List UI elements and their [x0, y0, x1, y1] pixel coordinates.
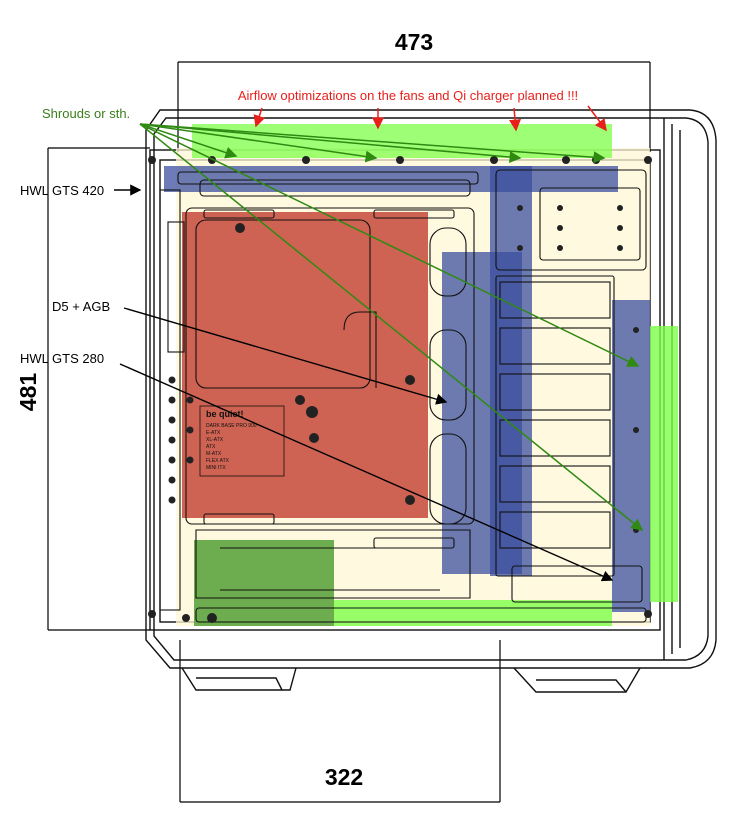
component-arrows: [114, 184, 614, 582]
mb-line-0: DARK BASE PRO 900: [206, 423, 257, 429]
label-hwl-gts-420: HWL GTS 420: [20, 183, 104, 198]
motherboard-tray-label: be quiet! DARK BASE PRO 900 E-ATX XL-ATX…: [199, 405, 285, 477]
mb-line-6: MINI ITX: [206, 465, 226, 471]
motherboard-zone: [182, 212, 428, 518]
motherboard-brand: be quiet!: [206, 409, 244, 419]
airflow-arrows: [253, 105, 607, 132]
label-d5-agb: D5 + AGB: [52, 299, 110, 314]
dimension-height-left: 481: [15, 373, 41, 412]
airflow-note: Airflow optimizations on the fans and Qi…: [238, 88, 578, 103]
radiator-280-zone: [442, 252, 522, 574]
front-fan-zone: [650, 326, 678, 602]
dimension-bottom: [179, 640, 501, 803]
shrouds-note: Shrouds or sth.: [42, 106, 130, 121]
mb-line-5: FLEX ATX: [206, 458, 230, 464]
dimension-width-bottom: 322: [325, 764, 363, 790]
label-hwl-gts-280: HWL GTS 280: [20, 351, 104, 366]
dimension-width-top: 473: [395, 29, 433, 55]
psu-zone: [194, 540, 334, 626]
mb-line-3: ATX: [206, 444, 216, 450]
shrouds-arrows: [139, 123, 644, 531]
mb-line-1: E-ATX: [206, 430, 221, 436]
front-radiator-zone: [612, 300, 650, 612]
mb-line-4: M-ATX: [206, 451, 222, 457]
dimension-left: [47, 147, 150, 631]
mb-line-2: XL-ATX: [206, 437, 224, 443]
